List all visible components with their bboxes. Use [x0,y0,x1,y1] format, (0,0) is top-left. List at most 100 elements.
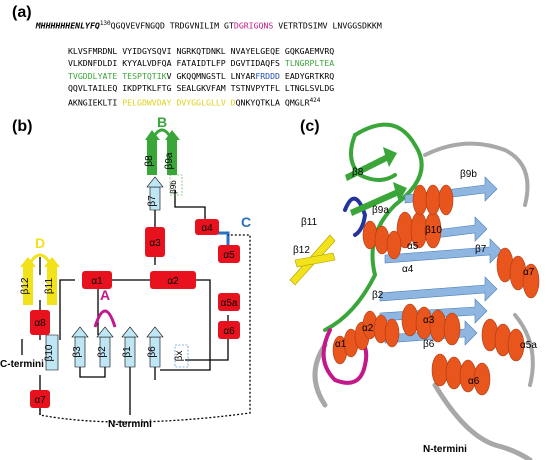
seq-line-6-body: AKNGIEKLTI PELGDWVDAY DVYGGLGLLV DQNKYQT… [68,97,310,107]
helix-a7-ribbon [496,247,540,299]
label-b11: β11 [44,277,55,294]
label-c-termini: C-termini [0,359,44,370]
strand-b11-head [44,257,60,267]
s-label-b11: β11 [301,217,318,228]
label-a5: α5 [223,250,235,261]
label-b8: β8 [144,155,155,167]
strand-b2-head [96,326,114,338]
label-a6: α6 [223,326,235,337]
sequence-segment: TVGDDLYATE TESPTQTIK [68,70,167,81]
sequence-line-2: KLVSFMRDNL VYIDGYSQVI NGRKQTDNKL NVAYELG… [68,45,548,57]
ribbon-green-strands [345,147,407,216]
strand-b12 [23,267,33,305]
label-b9a: β9a [164,152,175,169]
strand-b11 [47,267,57,305]
strand-b12-ribbon [294,252,336,268]
s-label-b7: β7 [475,244,487,255]
sequence-segment: KLVSFMRDNL VYIDGYSQVI NGRKQTDNKL NVAYELG… [68,45,335,56]
strand-b2-ribbon [379,276,498,302]
loop-b-ribbon [323,122,424,332]
strand-b12-head [20,257,36,267]
s-label-a5: α5 [407,241,419,252]
s-label-n-termini: N-termini [423,444,467,455]
label-b7: β7 [147,195,158,207]
strand-b6-head [146,326,164,338]
s-label-b8: β8 [352,167,364,178]
loop-a-arc [93,309,117,328]
strand-b8-head [145,130,160,140]
strand-b3 [74,336,86,368]
panel-label-a: (a) [12,4,32,21]
sequence-line-4: TVGDDLYATE TESPTQTIKV GKQQMNGSTL LNYARFR… [68,70,548,82]
connector-a2-b6 [160,279,211,371]
strand-b1-head [121,326,139,338]
sequence-segment: V GKQQMNGSTL LNYAR [166,70,256,81]
s-label-a2: α2 [362,323,374,334]
topology-connectors [21,190,251,423]
ribbon-helices [332,184,540,396]
label-b6: β6 [147,346,158,358]
topology-labels: β8 β9a β9b β7 B D A C β12 β11 β10 β3 β2 … [0,115,251,430]
sequence-segment: QQVLTAILEQ IKDPTKLFTG SEALGKVFAM TSTNVPY… [68,83,335,94]
strand-b9a [167,140,177,175]
strand-b7-ribbon [384,238,503,264]
s-label-b9a: β9a [372,205,389,216]
s-label-b12: β12 [293,245,310,256]
strand-b8 [147,140,157,175]
connector-b9b-a4 [174,190,206,219]
sequence-segment: QNKYQTKLA QMGLR [235,97,310,108]
label-b1: β1 [122,346,133,358]
label-a4: α4 [201,223,213,234]
label-loop-b: B [157,115,167,130]
helix-a4 [195,219,219,235]
his-tag: MHHHHHHENLYFQ [35,21,100,32]
sequence-segment: QGQVEVFNGQD TRDGVNILIM GT [110,21,234,32]
label-a3: α3 [149,238,161,249]
loop-b-ribbon-2 [349,133,397,182]
structure-labels: β8 β9b β9a β11 β12 β10 β7 α5 α4 α7 β2 α1… [293,167,537,455]
helix-a4-ribbon [396,211,442,249]
s-label-a1: α1 [335,339,347,350]
label-b3: β3 [72,346,83,358]
sequence-segment: AKNGIEKLTI [68,97,123,108]
s-label-a6: α6 [468,376,480,387]
s-label-a5a: α5a [520,340,537,351]
helix-a8 [30,310,50,335]
start-residue-number: 130 [99,20,111,28]
sequence-segment: DGRIGQNS [233,21,274,32]
helix-a6-ribbon [431,353,491,396]
connector-b10-a1 [59,279,75,340]
label-bx: βx [174,351,185,362]
label-a2: α2 [167,276,179,287]
helix-a2 [150,271,196,289]
label-loop-d: D [35,235,45,251]
helix-a3 [145,227,165,257]
label-n-termini: N-termini [108,419,152,430]
helix-a5a [218,293,240,311]
helices [30,219,240,408]
end-residue-number: 424 [309,96,321,104]
seq-line-1-body: QGQVEVFNGQD TRDGVNILIM GTDGRIGQNS VETRTD… [111,21,382,31]
strand-b9a-head [165,130,180,140]
connector-b3-b2 [79,365,106,378]
label-loop-c: C [241,214,251,230]
helix-a5 [218,245,240,263]
hairpin-d [20,253,60,305]
label-b2: β2 [97,346,108,358]
strand-b7-head [146,176,164,188]
s-label-a3: α3 [423,315,435,326]
panel-label-c: (c) [300,118,320,135]
sequence-segment: EADYGRTKRQ [279,70,335,81]
ribbon-hairpin-d [289,234,336,286]
s-label-a7: α7 [523,267,535,278]
s-label-a4: α4 [402,264,414,275]
helix-a5a-ribbon [481,318,525,362]
s-label-b9b: β9b [460,169,477,180]
label-loop-a: A [100,287,110,303]
sequence-line-1: MHHHHHHENLYFQ130QGQVEVFNGQD TRDGVNILIM G… [16,6,496,45]
label-a1: α1 [91,276,103,287]
helix-a6 [218,321,240,339]
strand-b10 [45,334,59,371]
label-a7: α7 [34,395,46,406]
label-b9b: β9b [169,180,178,194]
